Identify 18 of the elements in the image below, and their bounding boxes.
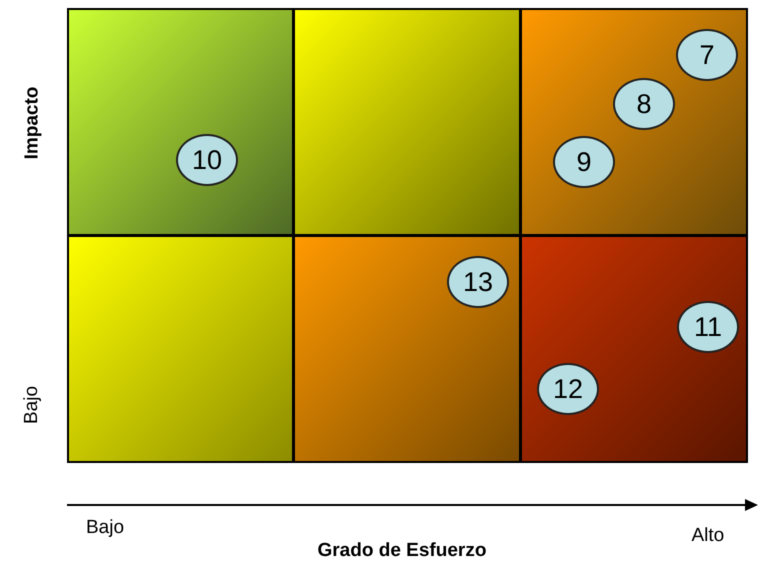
matrix-cell [520, 8, 748, 236]
axis-label: Bajo [21, 386, 44, 424]
number-bubble: 8 [613, 78, 675, 130]
matrix-cell [520, 235, 748, 463]
number-bubble: 12 [537, 363, 599, 415]
matrix-cell [293, 8, 521, 236]
axis-title: Impacto [20, 86, 43, 160]
axis-label: Bajo [86, 517, 124, 539]
number-bubble: 13 [447, 256, 509, 308]
number-bubble: 9 [553, 136, 615, 188]
number-bubble: 10 [176, 134, 238, 186]
matrix-cell [67, 8, 294, 236]
number-bubble: 11 [677, 301, 739, 353]
number-bubble: 7 [676, 29, 738, 81]
axis-title: Grado de Esfuerzo [318, 540, 486, 562]
matrix-cell [67, 235, 294, 463]
matrix-cell [293, 235, 521, 463]
axis-label: Alto [692, 525, 724, 547]
